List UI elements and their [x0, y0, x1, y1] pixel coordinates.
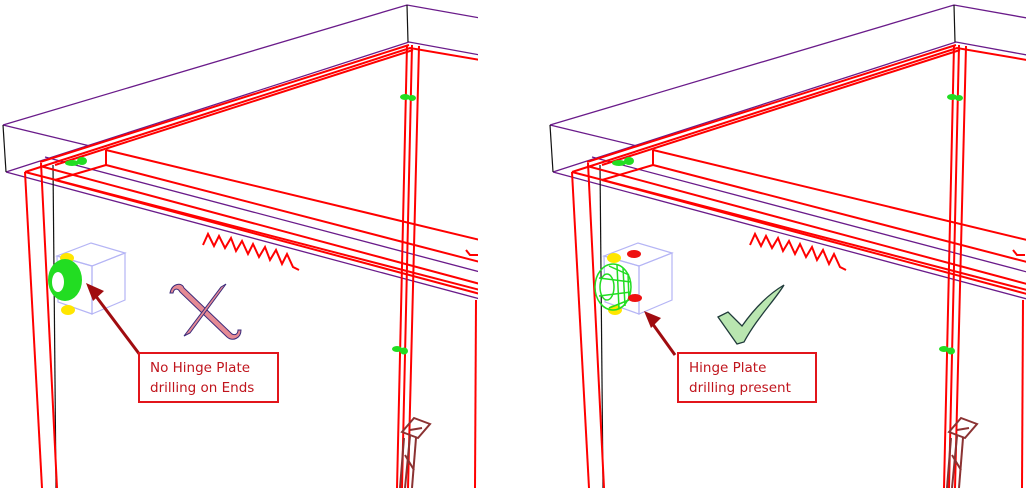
cabinet-wireframe-left — [2, 4, 478, 488]
panel-correct: Hinge Plate drilling present — [547, 0, 1026, 488]
callout-drilling-present: Hinge Plate drilling present — [677, 352, 817, 403]
callout-arrow — [86, 283, 142, 356]
callout-line-1: Hinge Plate — [689, 360, 767, 376]
hinge-cup-mesh-icon — [594, 263, 632, 311]
callout-arrow — [644, 311, 677, 356]
check-mark-icon — [717, 284, 785, 345]
callout-no-drilling: No Hinge Plate drilling on Ends — [138, 352, 279, 403]
cabinet-wireframe-right — [549, 4, 1026, 488]
callout-line-1: No Hinge Plate — [150, 360, 251, 376]
callout-line-2: drilling on Ends — [150, 380, 255, 396]
cross-mark-icon — [169, 283, 242, 340]
callout-line-2: drilling present — [689, 380, 791, 396]
hinge-plate-drill-marks — [627, 250, 642, 302]
panel-incorrect: No Hinge Plate drilling on Ends — [0, 0, 478, 488]
hinge-cup-icon — [48, 259, 82, 301]
